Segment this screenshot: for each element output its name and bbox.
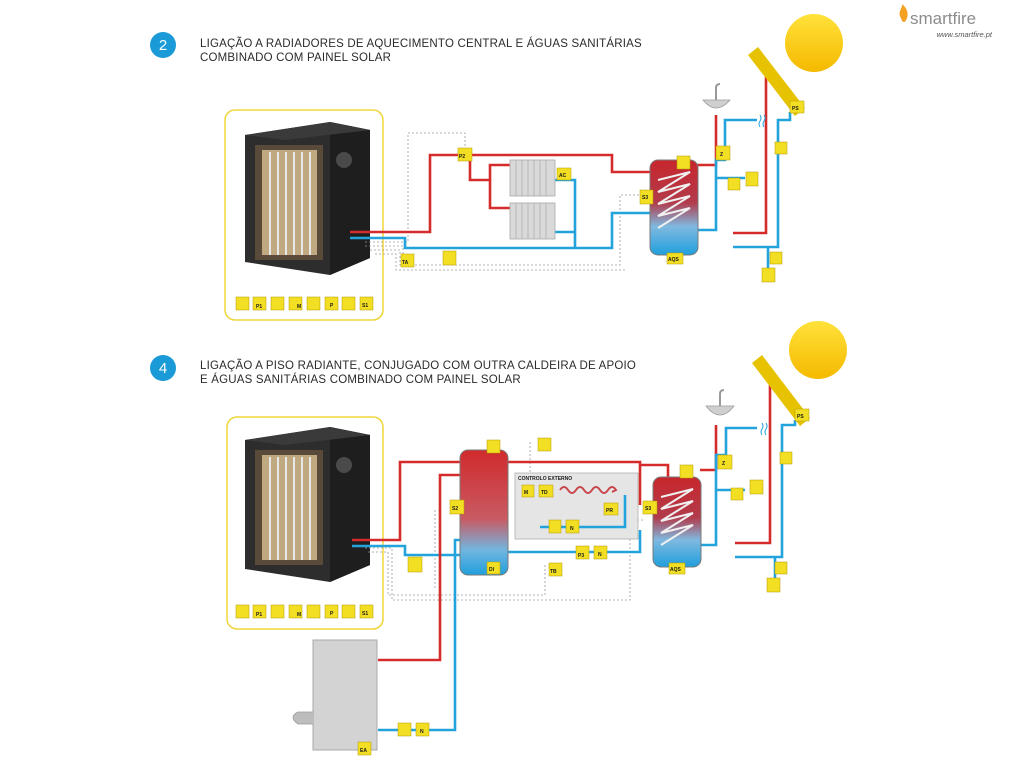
tag-aqs: AQS	[668, 257, 680, 263]
tag-tb: TB	[550, 569, 557, 575]
tag-s2: S2	[452, 506, 458, 512]
section-title-line1: LIGAÇÃO A PISO RADIANTE, CONJUGADO COM O…	[200, 359, 636, 372]
tank-icon	[649, 159, 699, 256]
tag-s3: S3	[642, 195, 648, 201]
brand-name: smartfire	[910, 9, 976, 28]
svg-text:P1: P1	[256, 612, 262, 618]
svg-text:M: M	[524, 490, 528, 496]
svg-text:N: N	[598, 552, 602, 558]
tag-ta: TA	[402, 260, 409, 266]
step-number: 2	[159, 37, 167, 54]
svg-text:S3: S3	[645, 506, 651, 512]
tank-icon	[652, 476, 702, 568]
svg-text:Z: Z	[722, 461, 725, 467]
tag-ps: PS	[792, 106, 799, 112]
brand-url: www.smartfire.pt	[937, 30, 993, 39]
brand-logo: smartfire www.smartfire.pt	[899, 4, 993, 39]
tag-p2: P2	[459, 154, 465, 160]
step-badge	[150, 32, 176, 58]
svg-text:S1: S1	[362, 303, 368, 309]
boiler-tags: P1 M P S1	[235, 296, 374, 311]
flame-icon	[899, 4, 908, 23]
section-4-header: 4 LIGAÇÃO A PISO RADIANTE, CONJUGADO COM…	[150, 355, 636, 386]
svg-text:P: P	[330, 303, 334, 309]
step-badge	[150, 355, 176, 381]
boiler-frame	[224, 109, 384, 321]
boiler-icon	[245, 122, 370, 275]
section-title-line2: COMBINADO COM PAINEL SOLAR	[200, 52, 391, 64]
backup-boiler: EA	[292, 639, 378, 756]
solar-panel-icon	[752, 355, 810, 426]
tag-ea: EA	[360, 748, 367, 754]
section-title-line2: E ÁGUAS SANITÁRIAS COMBINADO COM PAINEL …	[200, 373, 521, 386]
faucet-icon	[705, 389, 735, 416]
diagram-section-4: P1 M P S1	[226, 321, 847, 756]
svg-text:N: N	[420, 729, 424, 735]
tag-p3: P3	[578, 553, 584, 559]
svg-text:P1: P1	[256, 304, 262, 310]
svg-text:N: N	[570, 526, 574, 532]
section-2-header: 2 LIGAÇÃO A RADIADORES DE AQUECIMENTO CE…	[150, 32, 642, 64]
sun-icon	[785, 14, 843, 72]
sun-icon	[789, 321, 847, 379]
boiler-icon	[245, 427, 370, 582]
external-control-label: CONTROLO EXTERNO	[518, 476, 572, 482]
section-title-line1: LIGAÇÃO A RADIADORES DE AQUECIMENTO CENT…	[200, 37, 642, 50]
underfloor-coil-icon	[559, 486, 618, 494]
radiator-icon	[509, 159, 556, 240]
tag-td: TD	[541, 490, 548, 496]
step-number: 4	[159, 360, 167, 377]
tag-ac: AC	[559, 173, 567, 179]
tag-pr: PR	[606, 508, 613, 514]
svg-text:S1: S1	[362, 611, 368, 617]
tank-icon	[459, 449, 509, 576]
svg-text:M: M	[297, 612, 301, 618]
external-control-box: CONTROLO EXTERNO M TD PR N	[514, 472, 639, 540]
svg-text:M: M	[297, 304, 301, 310]
tag-di: DI	[489, 567, 495, 573]
svg-text:P: P	[330, 611, 334, 617]
boiler-tags: P1 M P S1	[235, 604, 374, 619]
diagram-section-2: P1 M P S1	[224, 14, 843, 321]
svg-text:AQS: AQS	[670, 567, 682, 573]
boiler-frame	[226, 416, 384, 630]
svg-text:PS: PS	[797, 414, 804, 420]
faucet-icon	[702, 83, 731, 109]
svg-text:Z: Z	[720, 152, 723, 158]
solar-panel-icon	[748, 47, 805, 116]
